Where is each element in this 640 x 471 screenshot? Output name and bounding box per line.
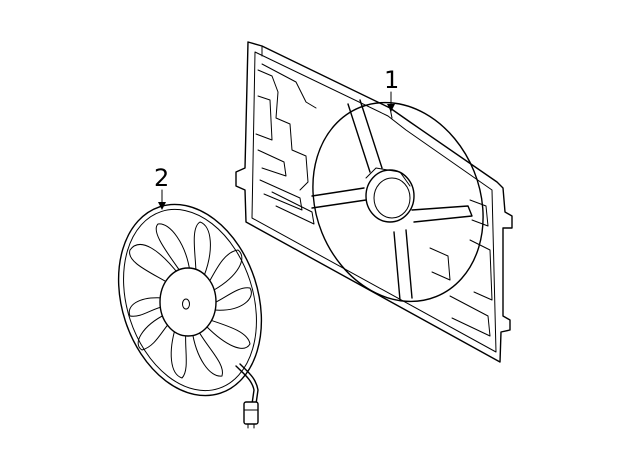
- fan-assembly: [117, 203, 263, 429]
- leader-arrow-2: [158, 189, 166, 210]
- callout-2-label: 2: [154, 164, 170, 192]
- leader-arrow-1: [387, 91, 395, 112]
- callout-1-label: 1: [384, 66, 400, 94]
- fan-shroud: [235, 41, 513, 363]
